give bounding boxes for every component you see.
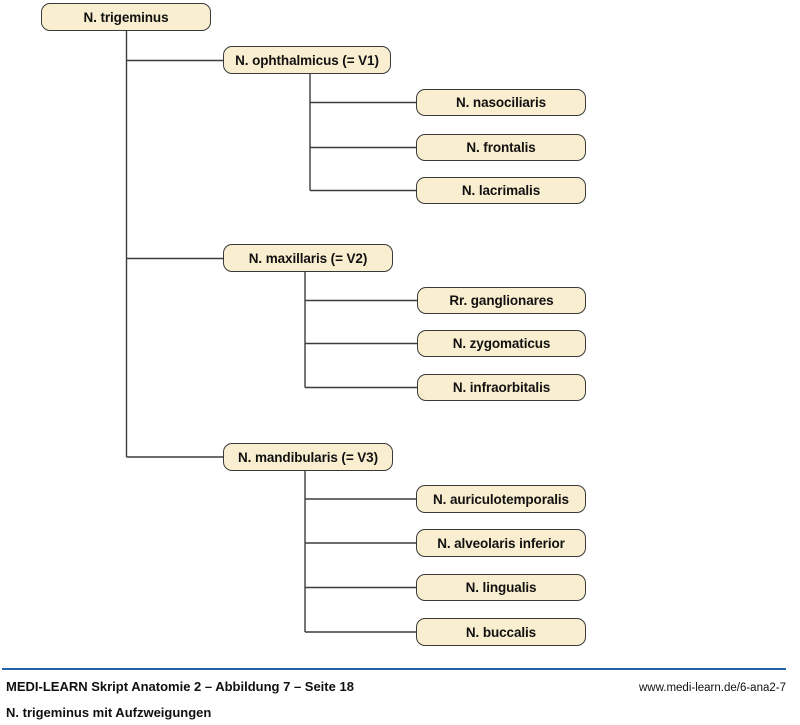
connector-lines <box>125 31 417 633</box>
diagram-node-mandibularis: N. mandibularis (= V3) <box>223 443 393 471</box>
diagram-node-infraorbitalis: N. infraorbitalis <box>417 374 586 401</box>
diagram-node-buccalis: N. buccalis <box>416 618 586 646</box>
footer-divider-rule <box>2 668 786 670</box>
diagram-node-lacrimalis: N. lacrimalis <box>416 177 586 204</box>
diagram-node-lingualis: N. lingualis <box>416 574 586 601</box>
figure-url-text: www.medi-learn.de/6-ana2-7 <box>638 682 786 694</box>
diagram-node-auriculotemporalis: N. auriculotemporalis <box>416 485 586 513</box>
diagram-node-trigeminus: N. trigeminus <box>41 3 211 31</box>
figure-source-text: MEDI-LEARN Skript Anatomie 2 – Abbildung… <box>6 679 354 694</box>
diagram-node-ganglionares: Rr. ganglionares <box>417 287 586 314</box>
diagram-node-nasociliaris: N. nasociliaris <box>416 89 586 116</box>
diagram-node-zygomaticus: N. zygomaticus <box>417 330 586 357</box>
diagram-node-maxillaris: N. maxillaris (= V2) <box>223 244 393 272</box>
diagram-node-ophthalmicus: N. ophthalmicus (= V1) <box>223 46 391 74</box>
diagram-node-frontalis: N. frontalis <box>416 134 586 161</box>
figure-caption-text: N. trigeminus mit Aufzweigungen <box>6 705 212 720</box>
diagram-node-alveolaris-inferior: N. alveolaris inferior <box>416 529 586 557</box>
